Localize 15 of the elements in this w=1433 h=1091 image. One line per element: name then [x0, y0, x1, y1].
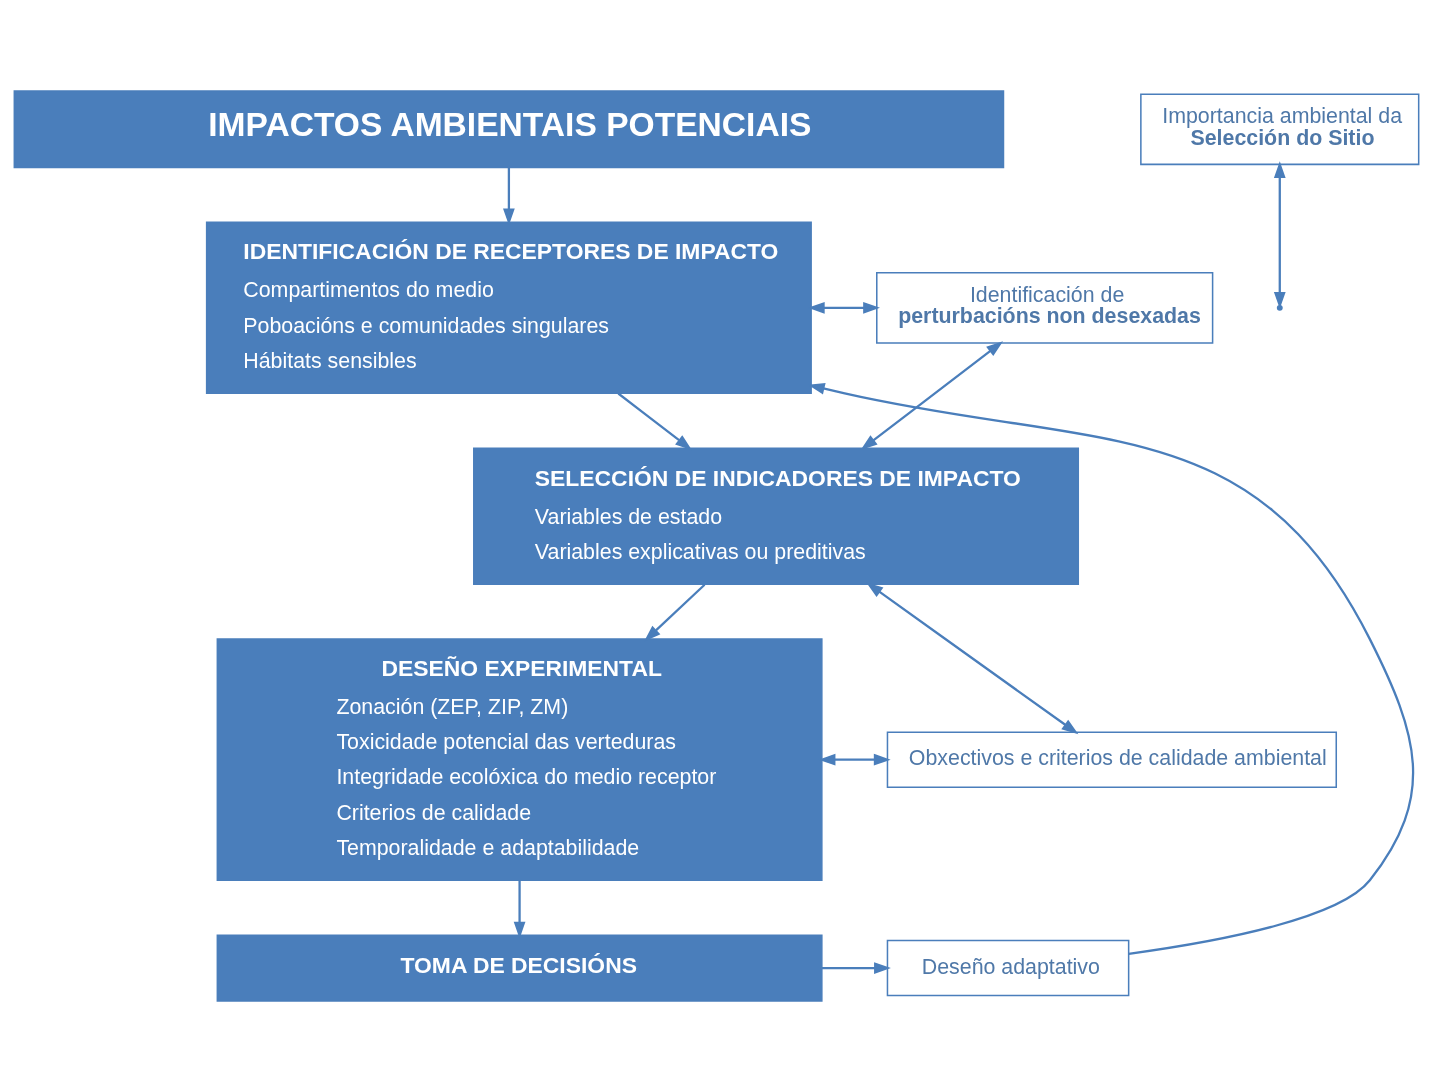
arrow: [822, 961, 891, 974]
node-box: DESEÑO EXPERIMENTAL Zonación (ZEP, ZIP, ZM) Toxicidade potencial das verteduras Integridade ecolóxica do medio receptor Criterios de calidade Temporalidade e adaptabilidade: [216, 637, 823, 881]
node-box: Importancia ambiental da Selección do Sitio: [1140, 92, 1420, 165]
arrow: [503, 167, 515, 225]
node-box: Identificación de perturbacións non desexadas: [876, 271, 1214, 344]
arrow: [617, 392, 692, 450]
arrow: [1273, 160, 1286, 309]
node-box: TOMA DE DECISIÓNS: [216, 934, 823, 1002]
arrow: [860, 340, 1004, 450]
node-box: Deseño adaptativo: [886, 939, 1130, 996]
node-box: IMPACTOS AMBIENTAIS POTENCIAIS: [13, 89, 1005, 168]
node-box: Obxectivos e criterios de calidade ambiental: [886, 730, 1337, 788]
node-box: SELECCIÓN DE INDICADORES DE IMPACTO Variables de estado Variables explicativas ou preditivas: [473, 447, 1080, 585]
arrow: [644, 583, 706, 641]
node-box: IDENTIFICACIÓN DE RECEPTORES DE IMPACTO Compartimentos do medio Poboacións e comunidades singulares Hábitats sensibles: [205, 221, 812, 394]
